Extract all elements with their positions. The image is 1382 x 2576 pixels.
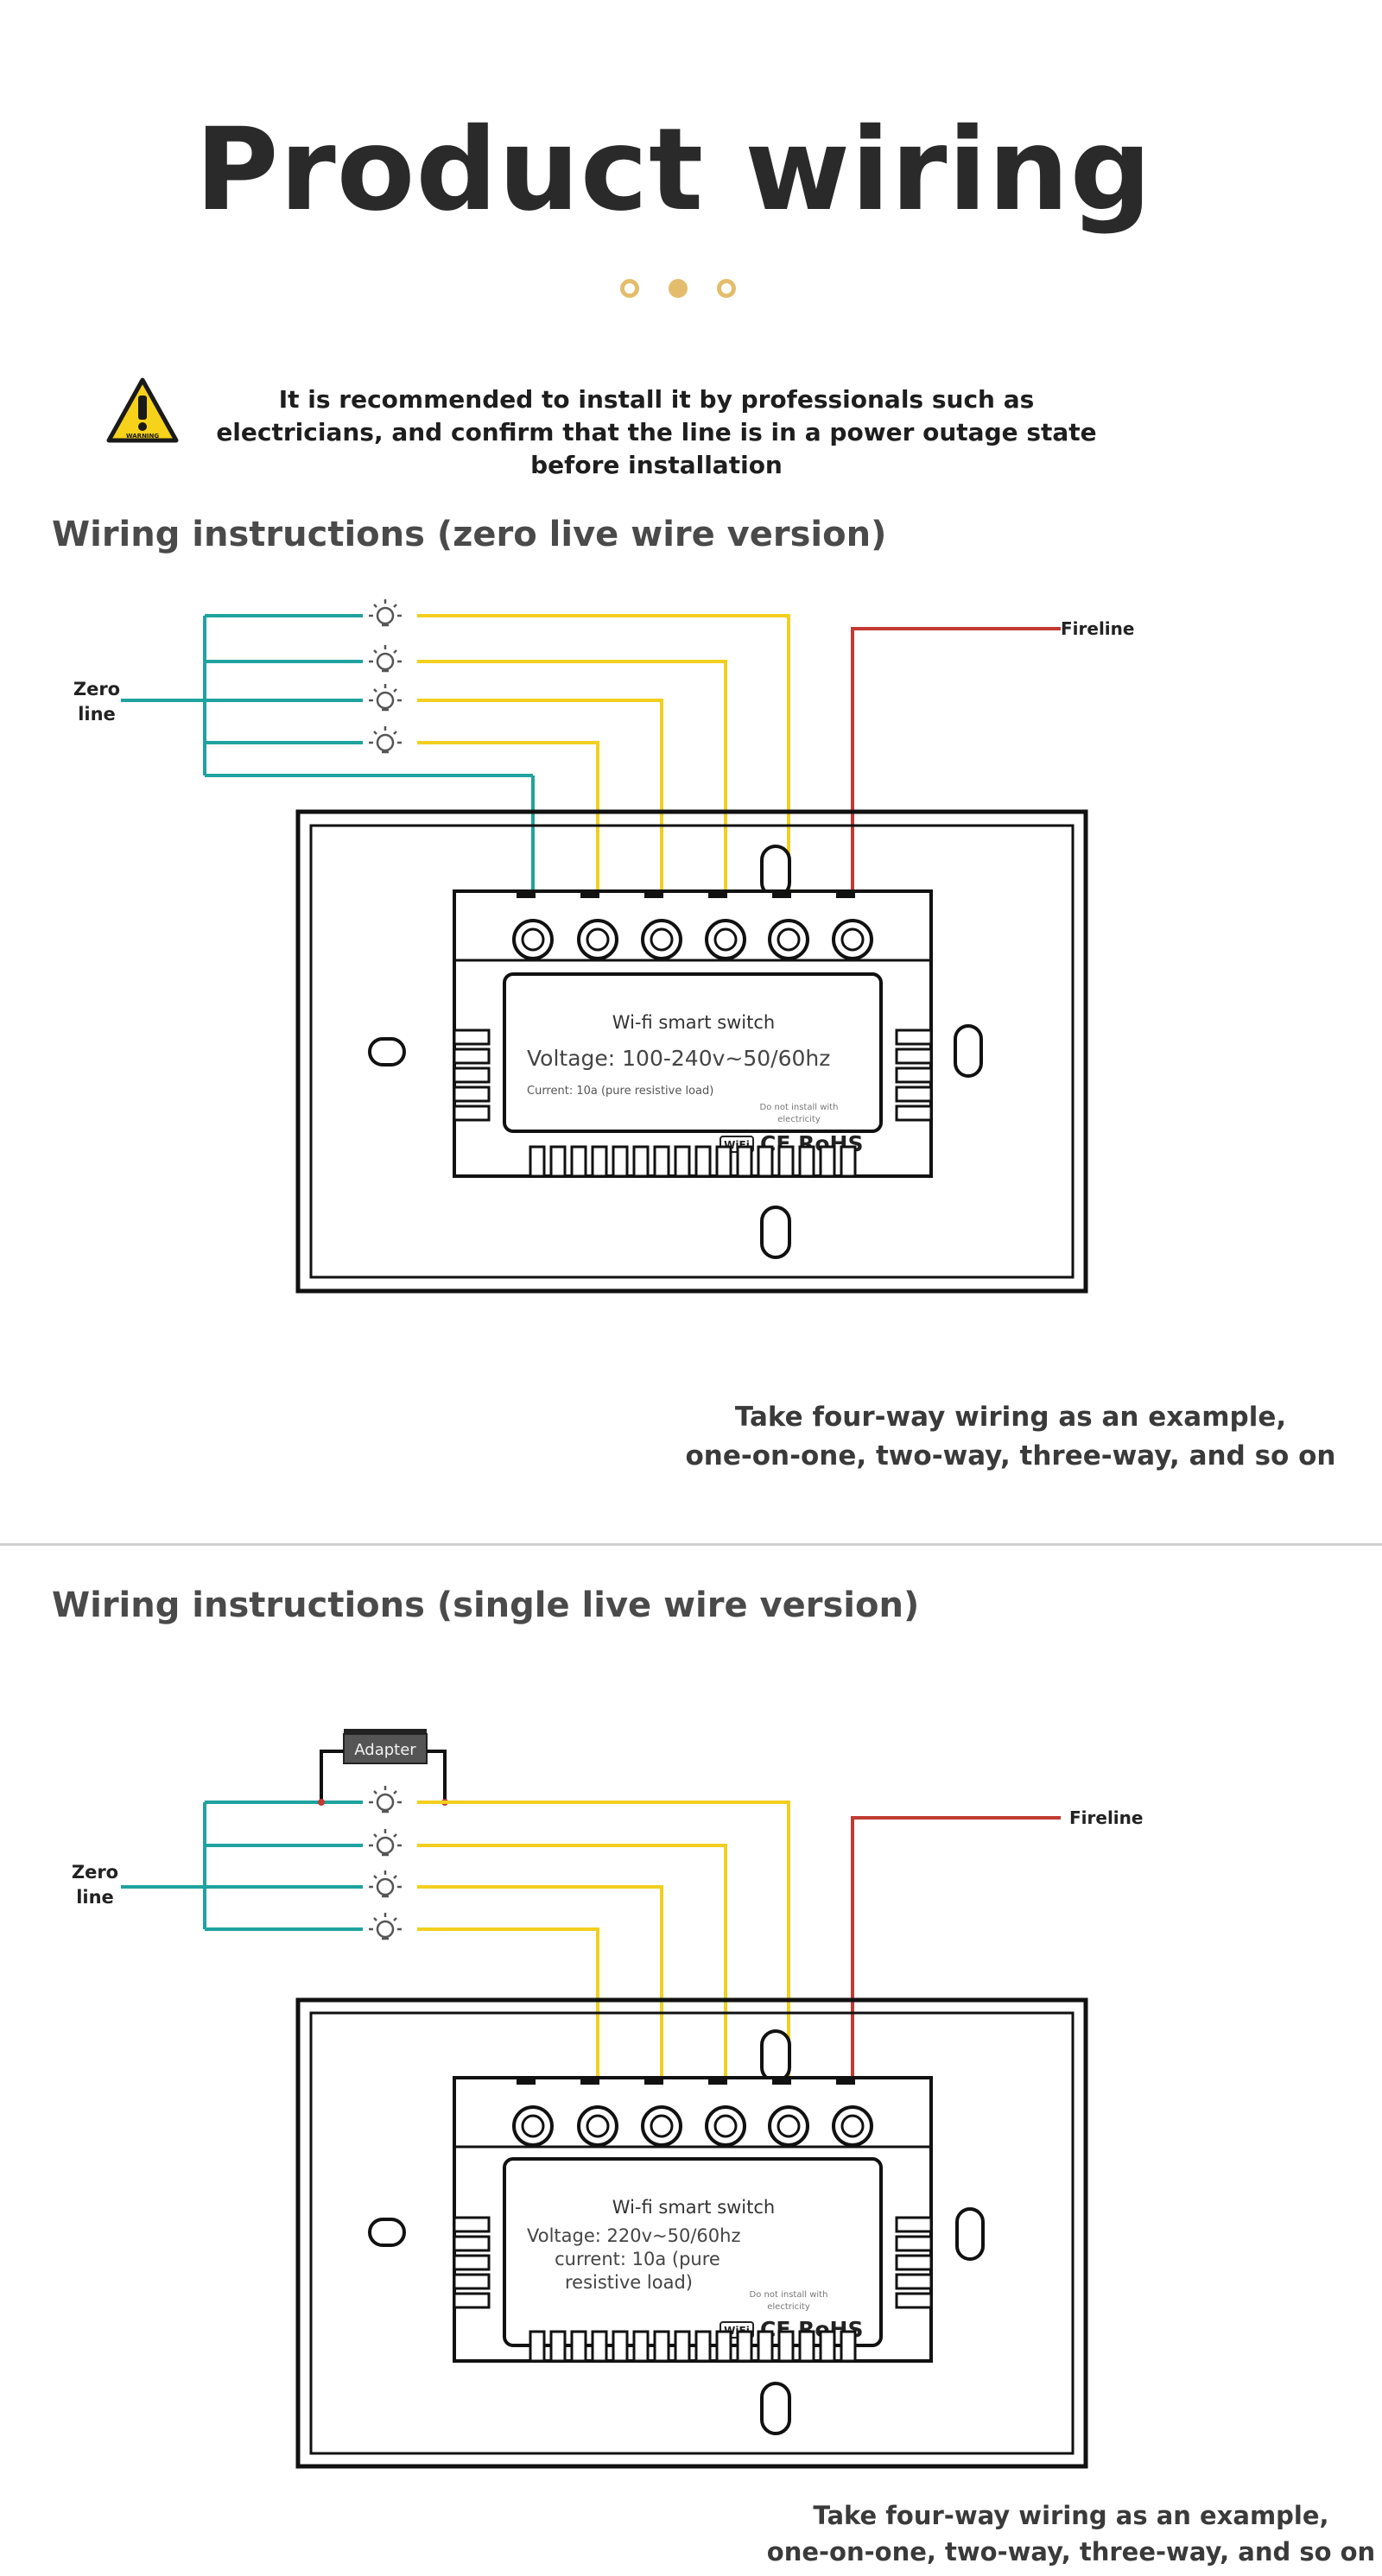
caption-line: one-on-one, two-way, three-way, and so o… xyxy=(685,1440,1336,1472)
mount-slot xyxy=(760,1206,791,1259)
caption-line: one-on-one, two-way, three-way, and so o… xyxy=(766,2537,1376,2567)
product-name: Wi-fi smart switch xyxy=(612,1012,775,1033)
terminal-blocks xyxy=(517,2078,855,2085)
section1-caption: Take four-way wiring as an example, one-… xyxy=(639,1398,1382,1476)
side-vents xyxy=(453,2216,933,2309)
zero-line-wires xyxy=(121,614,535,896)
terminal-screws xyxy=(512,2105,873,2147)
caption-line: Take four-way wiring as an example, xyxy=(813,2501,1329,2530)
voltage-spec: Voltage: 100-240v~50/60hz xyxy=(527,1046,830,1071)
product-name: Wi-fi smart switch xyxy=(612,2197,775,2218)
page-title: Product wiring xyxy=(194,104,1153,237)
wiring-diagram-zero-live: Zero line Fireline N L4 L3 L2 L1 L Wi-fi… xyxy=(73,599,1134,1294)
current-spec: resistive load) xyxy=(565,2272,693,2293)
indicator-dot-2 xyxy=(669,279,688,298)
indicator-dot-3 xyxy=(717,279,736,298)
mount-slot xyxy=(760,845,791,898)
switch-outer-plate xyxy=(295,809,1088,1294)
side-vents xyxy=(453,1029,933,1122)
warning-text: It is recommended to install it by profe… xyxy=(216,385,1097,479)
install-note: Do not install with xyxy=(760,1103,839,1112)
zero-line-label: Zero xyxy=(73,679,120,699)
section1-heading: Wiring instructions (zero live wire vers… xyxy=(52,515,887,554)
section-divider xyxy=(0,1543,1382,1546)
load-wires xyxy=(417,614,790,941)
warning-icon: WARNING xyxy=(106,377,179,443)
product-label xyxy=(503,2157,883,2347)
install-note: electricity xyxy=(777,1115,821,1124)
product-label xyxy=(503,972,883,1133)
mount-slot xyxy=(368,2218,406,2247)
zero-line-label: line xyxy=(78,704,116,725)
switch-inner-plate xyxy=(309,824,1075,1279)
voltage-spec: Voltage: 220v~50/60hz xyxy=(527,2225,740,2246)
fire-line-label: Fireline xyxy=(1061,618,1134,639)
mount-slot xyxy=(954,1024,983,1078)
mount-slot xyxy=(760,2382,791,2435)
warning-icon-label: WARNING xyxy=(126,433,160,440)
section2-heading: Wiring instructions (single live wire ve… xyxy=(52,1585,920,1625)
load-wires xyxy=(417,1801,790,2111)
adapter-wire xyxy=(320,1750,344,1802)
terminal-screws xyxy=(512,919,873,960)
bottom-vents xyxy=(529,1145,857,1178)
zero-line-label: Zero xyxy=(72,1862,118,1883)
zero-line-label: line xyxy=(76,1887,114,1908)
switch-inner-plate xyxy=(309,2011,1075,2455)
mount-slot xyxy=(760,2029,791,2083)
adapter-label: Adapter xyxy=(354,1741,416,1759)
mount-slot xyxy=(955,2207,985,2261)
install-note: electricity xyxy=(767,2302,810,2312)
fire-line-wire xyxy=(851,1816,1061,2111)
zero-line-wires xyxy=(121,1801,363,1931)
fire-line-wire xyxy=(851,627,1061,941)
current-spec: Current: 10a (pure resistive load) xyxy=(527,1085,713,1098)
indicator-dot-1 xyxy=(620,279,639,298)
section2-caption: Take four-way wiring as an example, one-… xyxy=(760,2497,1382,2570)
fire-line-label: Fireline xyxy=(1069,1807,1143,1828)
switch-outer-plate xyxy=(295,1997,1088,2469)
wiring-diagram-single-live: Adapter Zero line Fireline xyxy=(72,1729,1143,2469)
adapter-wire xyxy=(427,1750,447,1802)
current-spec: current: 10a (pure xyxy=(555,2249,720,2269)
bulb-icon xyxy=(369,599,402,754)
bottom-vents xyxy=(529,2330,857,2363)
install-note: Do not install with xyxy=(750,2290,828,2300)
mount-slot xyxy=(368,1037,406,1066)
bulb-icon xyxy=(369,1786,402,1940)
terminal-blocks xyxy=(517,891,855,898)
caption-line: Take four-way wiring as an example, xyxy=(734,1402,1287,1433)
